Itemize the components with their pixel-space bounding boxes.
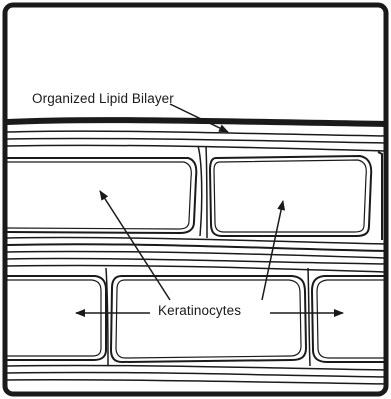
keratinocytes-label: Keratinocytes	[156, 303, 243, 318]
lipid-bilayer-label: Organized Lipid Bilayer	[32, 91, 174, 106]
